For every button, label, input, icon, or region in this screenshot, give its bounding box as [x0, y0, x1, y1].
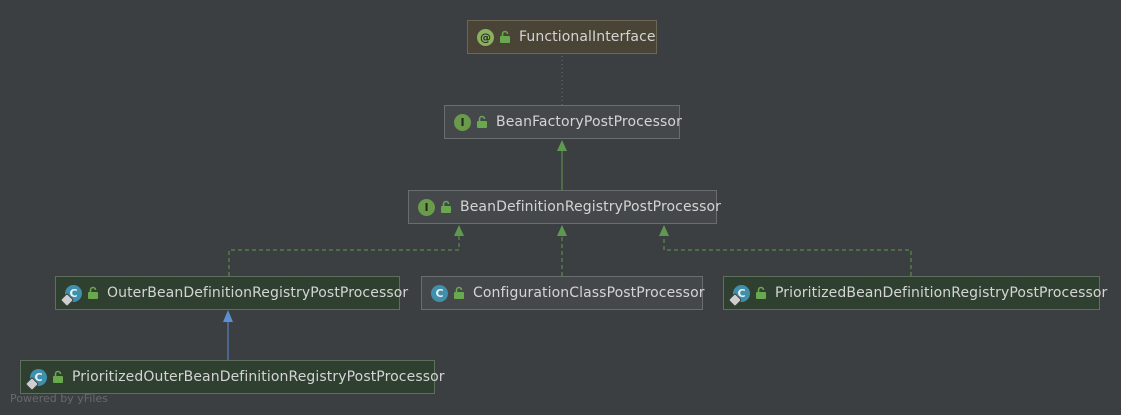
class-icon: C: [727, 284, 750, 307]
node-prioritized-outer-bean-definition-registry-post-processor[interactable]: C PrioritizedOuterBeanDefinitionRegistry…: [20, 360, 445, 394]
public-lock-icon: [53, 370, 63, 383]
node-prioritized-bean-definition-registry-post-processor[interactable]: C PrioritizedBeanDefinitionRegistryPostP…: [723, 276, 1107, 310]
implements-arrowhead-prioritized: [659, 225, 669, 236]
public-lock-icon: [500, 30, 510, 43]
node-label: ConfigurationClassPostProcessor: [473, 285, 705, 301]
annotation-icon: @: [477, 28, 494, 46]
implements-arrowhead-configuration: [557, 225, 567, 236]
public-lock-icon: [454, 286, 464, 299]
implements-edge-prioritized: [663, 236, 912, 276]
node-functional-interface[interactable]: @ FunctionalInterface: [467, 20, 657, 54]
interface-icon: I: [454, 113, 471, 131]
extends-arrowhead: [557, 140, 567, 151]
class-kind-letter: C: [34, 370, 43, 384]
class-kind-letter: C: [737, 286, 746, 300]
class-icon: C: [431, 284, 448, 302]
class-extends-arrowhead: [223, 310, 233, 322]
node-label: PrioritizedOuterBeanDefinitionRegistryPo…: [72, 369, 445, 385]
node-configuration-class-post-processor[interactable]: C ConfigurationClassPostProcessor: [421, 276, 705, 310]
node-bean-factory-post-processor[interactable]: I BeanFactoryPostProcessor: [444, 105, 682, 139]
implements-arrowhead-outer: [454, 225, 464, 236]
node-label: PrioritizedBeanDefinitionRegistryPostPro…: [775, 285, 1108, 301]
node-label: FunctionalInterface: [519, 29, 656, 45]
public-lock-icon: [441, 200, 451, 213]
interface-icon: I: [418, 198, 435, 216]
class-icon: C: [24, 368, 47, 391]
public-lock-icon: [88, 286, 98, 299]
public-lock-icon: [756, 286, 766, 299]
public-lock-icon: [477, 115, 487, 128]
node-label: OuterBeanDefinitionRegistryPostProcessor: [107, 285, 409, 301]
class-kind-letter: C: [69, 286, 78, 300]
node-outer-bean-definition-registry-post-processor[interactable]: C OuterBeanDefinitionRegistryPostProcess…: [55, 276, 408, 310]
node-label: BeanDefinitionRegistryPostProcessor: [460, 199, 721, 215]
node-label: BeanFactoryPostProcessor: [496, 114, 682, 130]
powered-by-footer: Powered by yFiles: [10, 392, 108, 405]
node-bean-definition-registry-post-processor[interactable]: I BeanDefinitionRegistryPostProcessor: [408, 190, 721, 224]
class-icon: C: [59, 284, 82, 307]
implements-edge-outer: [228, 236, 460, 276]
